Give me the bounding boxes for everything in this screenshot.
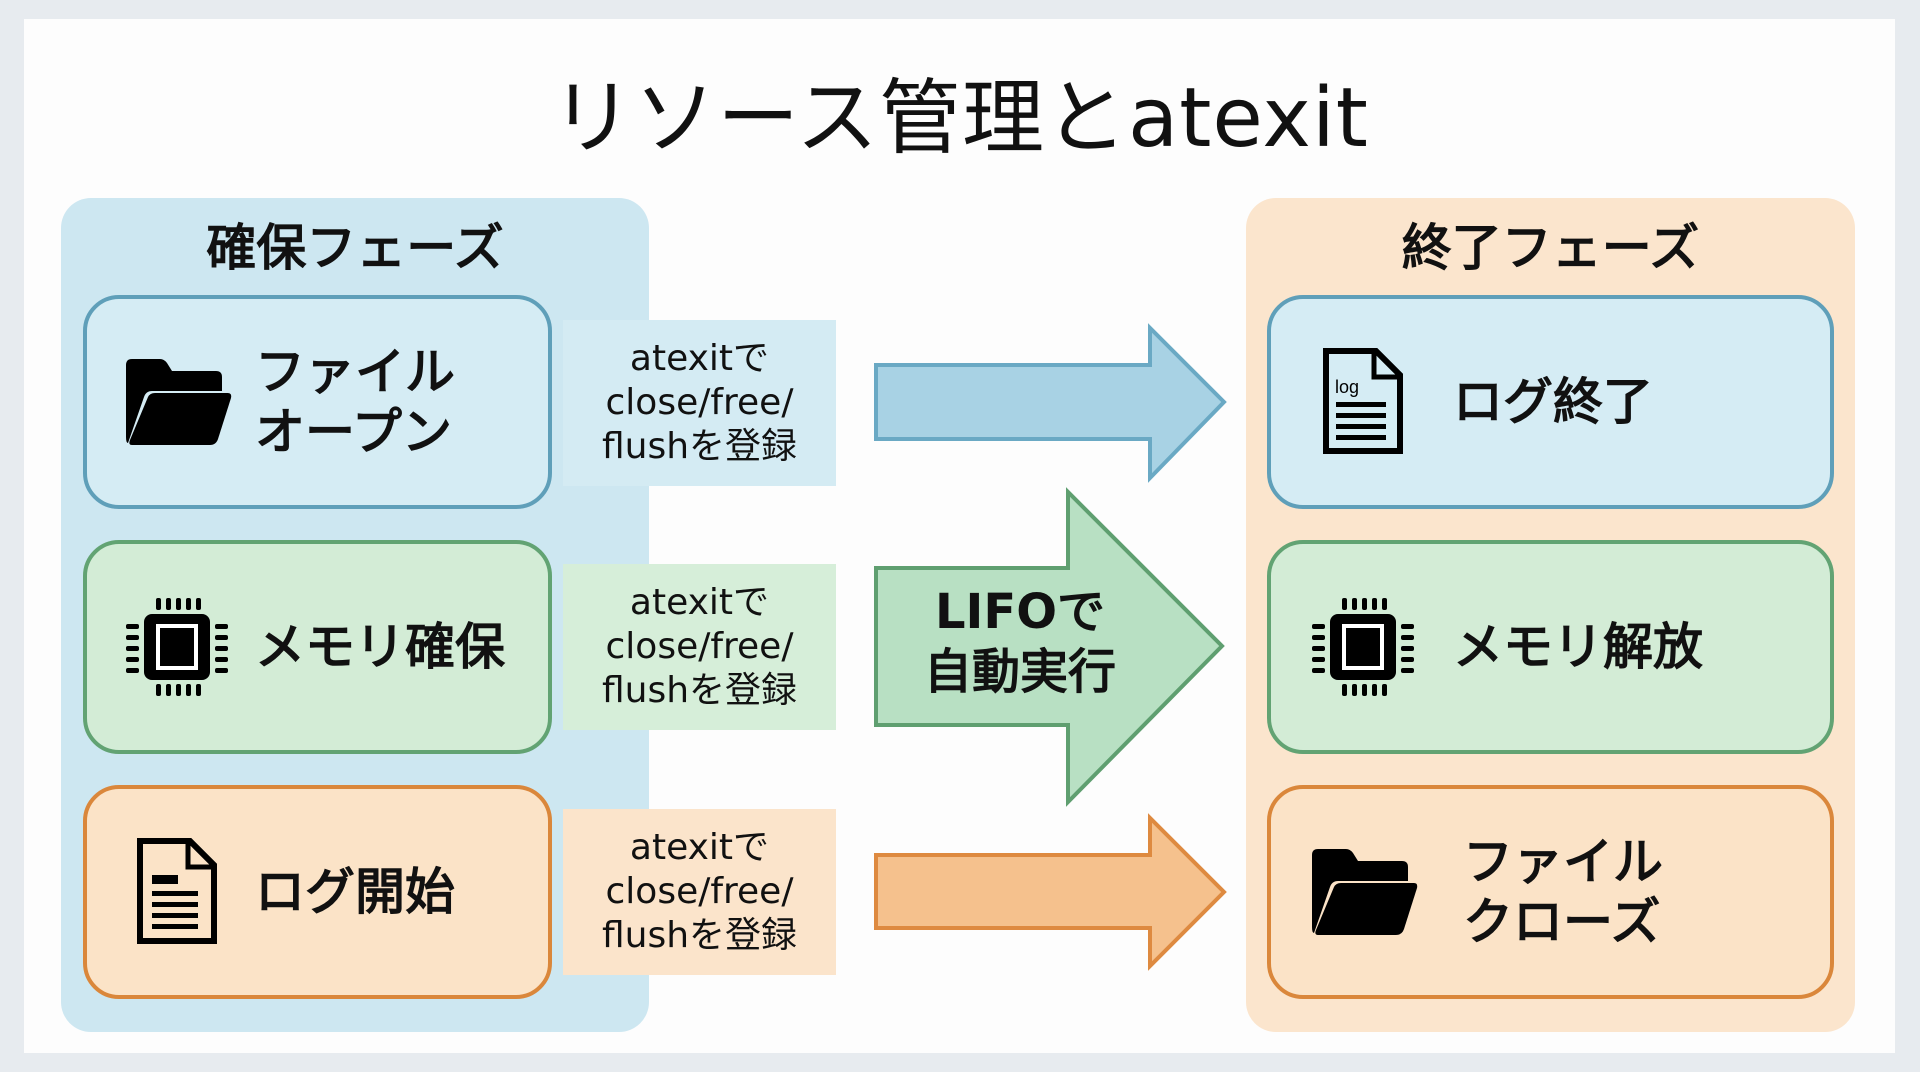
orange-arrow	[874, 813, 1227, 971]
file-close-card: ファイル クローズ	[1267, 785, 1834, 999]
file-close-label: ファイル クローズ	[1463, 833, 1663, 951]
diagram-title: リソース管理とatexit	[551, 71, 1369, 166]
acquire-phase-panel: 確保フェーズ ファイル オープン メモリ確保	[61, 198, 649, 1032]
log-end-card: log ログ終了	[1267, 295, 1834, 509]
atexit-register-label: atexitで close/free/ flushを登録	[563, 564, 836, 730]
memory-free-label: メモリ解放	[1453, 618, 1703, 676]
atexit-register-label: atexitで close/free/ flushを登録	[563, 320, 836, 486]
chip-icon	[1303, 587, 1423, 707]
atexit-register-label: atexitで close/free/ flushを登録	[563, 809, 836, 975]
chip-icon	[117, 587, 237, 707]
blue-arrow	[874, 323, 1227, 483]
log-icon-text: log	[1335, 377, 1359, 397]
memory-allocate-card: メモリ確保	[83, 540, 552, 754]
folder-open-icon	[117, 342, 237, 462]
acquire-phase-heading: 確保フェーズ	[206, 219, 504, 277]
exit-phase-panel: 終了フェーズ log ログ終了	[1246, 198, 1855, 1032]
file-open-card: ファイル オープン	[83, 295, 552, 509]
lifo-arrow-label: LIFOで 自動実行	[923, 584, 1116, 700]
exit-phase-heading: 終了フェーズ	[1401, 219, 1700, 277]
file-open-label: ファイル オープン	[255, 343, 455, 461]
memory-allocate-label: メモリ確保	[255, 618, 505, 676]
log-document-icon	[117, 832, 237, 952]
log-end-label: ログ終了	[1453, 373, 1653, 431]
log-document-icon: log	[1303, 342, 1423, 462]
memory-free-card: メモリ解放	[1267, 540, 1834, 754]
log-start-card: ログ開始	[83, 785, 552, 999]
green-lifo-arrow	[874, 487, 1225, 807]
folder-open-icon	[1303, 832, 1423, 952]
log-start-label: ログ開始	[255, 863, 455, 921]
